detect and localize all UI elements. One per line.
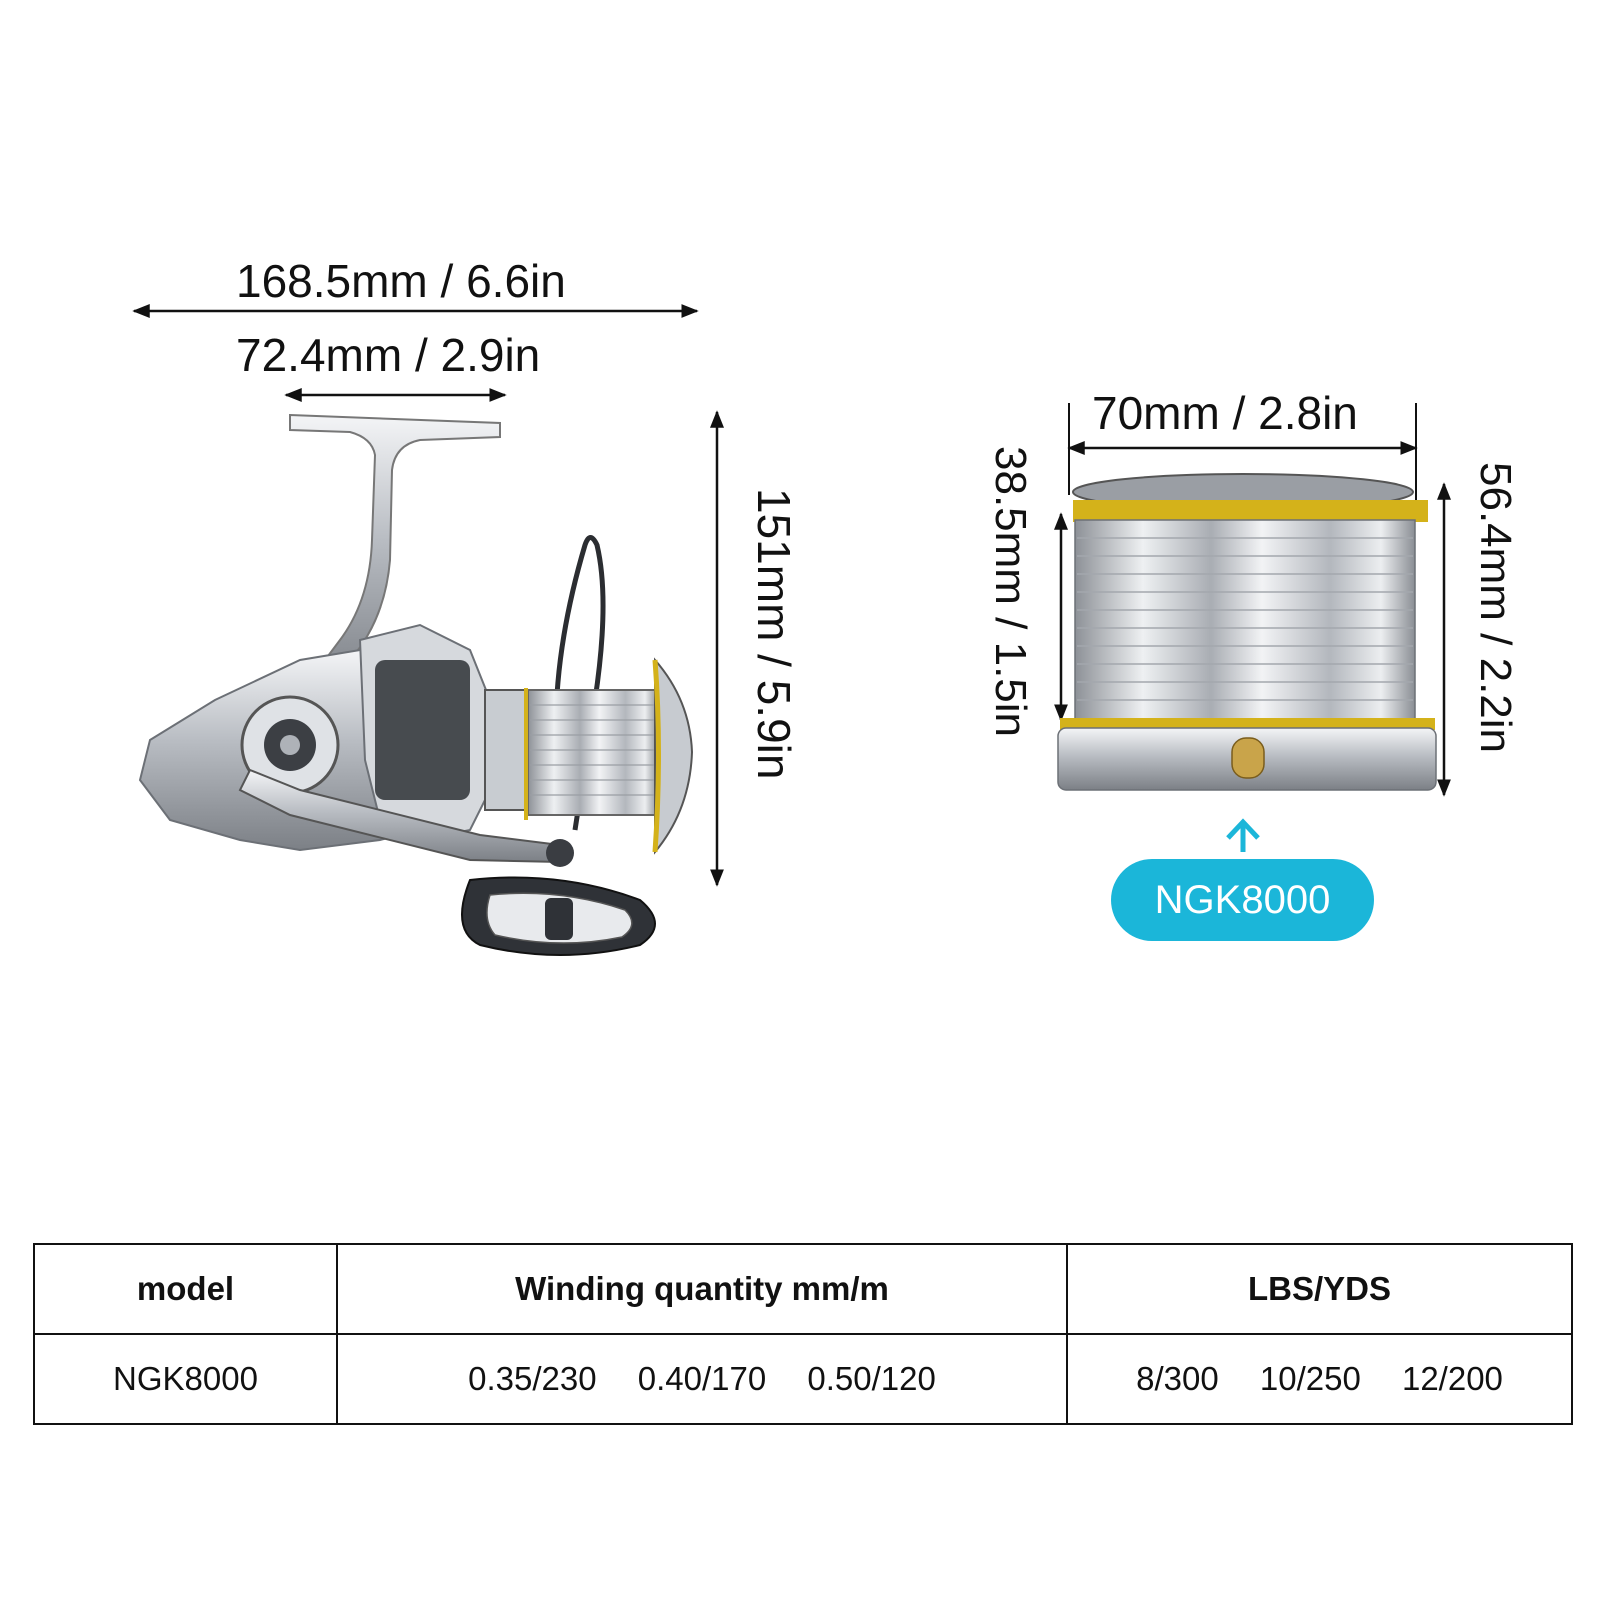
height-label: 151mm / 5.9in xyxy=(748,488,800,780)
spool-diameter-label: 70mm / 2.8in xyxy=(1092,387,1358,439)
cell-lbs-yds: 8/300 10/250 12/200 xyxy=(1066,1333,1573,1425)
header-lbs-yds: LBS/YDS xyxy=(1066,1243,1573,1335)
cell-winding: 0.35/230 0.40/170 0.50/120 xyxy=(336,1333,1068,1425)
table-header-row: model Winding quantity mm/m LBS/YDS xyxy=(33,1243,1573,1335)
lbs-yds-value: 12/200 xyxy=(1401,1360,1503,1397)
spool-inner-height-label: 38.5mm / 1.5in xyxy=(986,446,1035,738)
spool-illustration xyxy=(1057,473,1437,791)
lbs-yds-value: 10/250 xyxy=(1259,1360,1361,1397)
spec-table: model Winding quantity mm/m LBS/YDS NGK8… xyxy=(33,1243,1573,1425)
handle-width-label: 72.4mm / 2.9in xyxy=(236,329,541,381)
table-row: NGK8000 0.35/230 0.40/170 0.50/120 8/300… xyxy=(33,1333,1573,1425)
spinning-reel-illustration xyxy=(138,413,694,956)
header-winding: Winding quantity mm/m xyxy=(336,1243,1068,1335)
model-badge: NGK8000 xyxy=(1111,859,1374,941)
spool-outer-height-label: 56.4mm / 2.2in xyxy=(1471,462,1520,754)
cell-model: NGK8000 xyxy=(33,1333,338,1425)
winding-value: 0.35/230 xyxy=(468,1360,597,1397)
winding-value: 0.50/120 xyxy=(807,1360,936,1397)
lbs-yds-value: 8/300 xyxy=(1136,1360,1219,1397)
arrow-up-icon xyxy=(1226,818,1260,852)
header-model: model xyxy=(33,1243,338,1335)
winding-value: 0.40/170 xyxy=(637,1360,767,1397)
overall-width-label: 168.5mm / 6.6in xyxy=(236,255,566,307)
